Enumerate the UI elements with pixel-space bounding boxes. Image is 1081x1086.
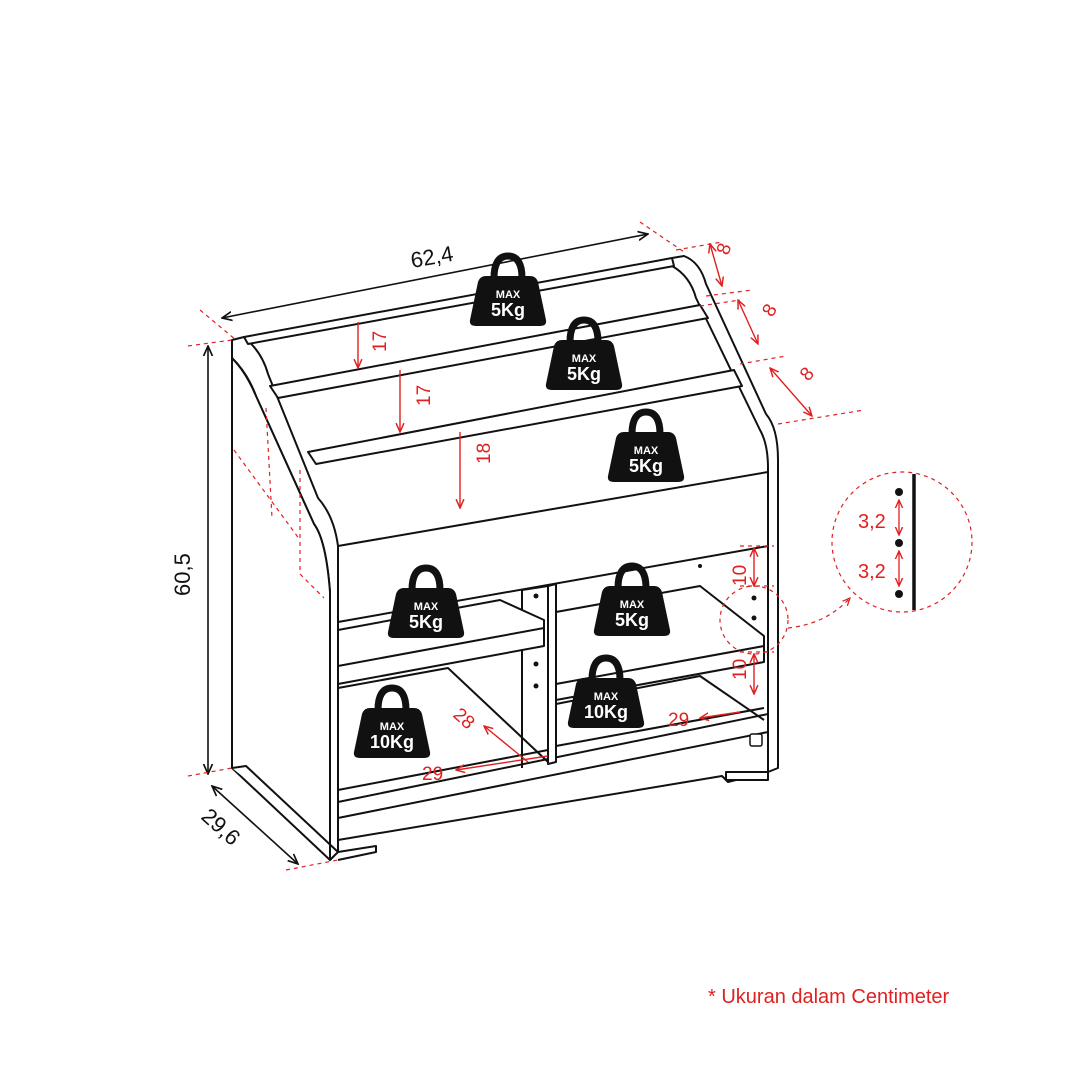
slot-depth-2-label: 8 (758, 301, 781, 321)
width-dimension-line (222, 234, 648, 318)
units-footnote: * Ukuran dalam Centimeter (708, 986, 950, 1008)
slot-depth-3-label: 8 (796, 363, 819, 385)
svg-text:MAX: MAX (380, 721, 405, 733)
shelf-left (337, 599, 545, 685)
shelf-pin-holes (533, 564, 757, 689)
height-label: 60,5 (170, 553, 195, 596)
divider-2 (307, 369, 743, 465)
logo-badge (749, 733, 763, 747)
weight-icon: MAX 5Kg (469, 252, 547, 326)
svg-text:10Kg: 10Kg (370, 732, 414, 752)
detail-source-circle (719, 585, 789, 655)
svg-text:MAX: MAX (594, 691, 619, 703)
foot-right (725, 771, 769, 781)
outer-dimensions (208, 234, 648, 864)
shelf-gap-lower-label: 10 (730, 659, 751, 680)
right-side-panel (671, 255, 779, 773)
cubby-depth-label: 28 (449, 704, 479, 734)
svg-text:5Kg: 5Kg (567, 364, 601, 384)
cubby-width-left-label: 29 (422, 764, 443, 785)
weight-icon: MAX 5Kg (593, 562, 671, 636)
weight-icon: MAX 5Kg (607, 408, 685, 482)
depth-dimension-line (212, 786, 298, 864)
slot-height-1-label: 17 (370, 331, 391, 352)
svg-text:MAX: MAX (572, 353, 597, 365)
weight-icon: MAX 5Kg (545, 316, 623, 390)
shelf-outline (231, 255, 779, 861)
svg-text:5Kg: 5Kg (629, 456, 663, 476)
slot-depth-1-label: 8 (713, 241, 736, 258)
inner-dimensions (358, 244, 812, 770)
width-label: 62,4 (409, 241, 456, 273)
slot-height-3-label: 18 (474, 443, 495, 464)
hole-spacing-2-label: 3,2 (858, 561, 886, 583)
weight-icon: MAX 10Kg (353, 684, 431, 758)
hole-spacing-1-label: 3,2 (858, 511, 886, 533)
base-plinth (337, 713, 769, 819)
svg-text:MAX: MAX (634, 445, 659, 457)
center-divider (547, 583, 557, 765)
shelf-left-front (337, 627, 545, 667)
svg-text:MAX: MAX (620, 599, 645, 611)
detail-connector (787, 598, 850, 629)
svg-text:5Kg: 5Kg (615, 610, 649, 630)
detail-holes (895, 488, 903, 598)
cubby-width-right-label: 29 (668, 710, 689, 731)
extension-lines (187, 221, 865, 871)
svg-text:5Kg: 5Kg (409, 612, 443, 632)
slot-height-2-label: 17 (414, 385, 435, 406)
shelf-gap-upper-label: 10 (730, 565, 751, 586)
bottom-edge (337, 771, 769, 861)
weight-icon: MAX 10Kg (567, 654, 645, 728)
svg-text:MAX: MAX (496, 289, 521, 301)
lower-cubby-lines (337, 667, 765, 791)
weight-icon: MAX 5Kg (387, 564, 465, 638)
svg-text:5Kg: 5Kg (491, 300, 525, 320)
left-outer-face (231, 340, 331, 861)
svg-text:MAX: MAX (414, 601, 439, 613)
svg-text:10Kg: 10Kg (584, 702, 628, 722)
